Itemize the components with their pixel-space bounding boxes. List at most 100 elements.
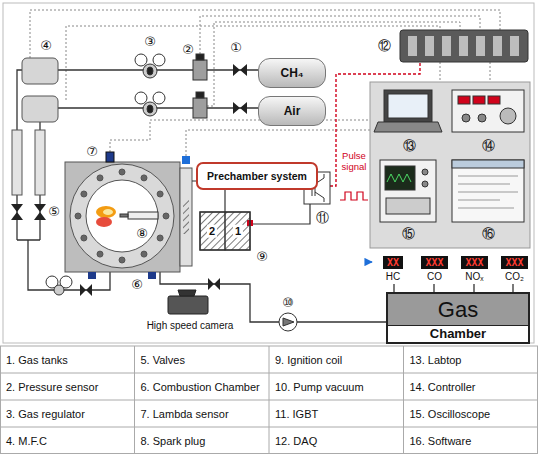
bolt-hole <box>119 257 125 263</box>
bolt-hole <box>75 213 81 219</box>
table-cell: 13. Labtop <box>410 353 462 366</box>
gas-pipe <box>39 122 40 130</box>
gas-pipe <box>58 107 258 108</box>
node-title: XXX <box>501 256 527 269</box>
ignition-coil <box>200 212 250 250</box>
node-title: XXX <box>421 256 447 269</box>
pump-symbol <box>279 313 297 331</box>
table-cell: 3. Gas regulator <box>6 407 85 420</box>
oscilloscope-icon <box>387 174 411 182</box>
ignition-wire <box>224 190 225 212</box>
table-cell: 5. Valves <box>141 353 185 366</box>
gas-tank: CH₄ <box>258 58 326 88</box>
gas-pipe <box>17 70 22 130</box>
controller-icon <box>488 96 500 104</box>
pulse-wave <box>340 192 368 200</box>
software-icon <box>458 176 518 208</box>
gas-pipe <box>297 321 386 322</box>
node-subtitle: HC <box>386 271 400 283</box>
oscilloscope-icon <box>380 160 436 222</box>
chamber-sensor <box>182 156 190 164</box>
gas-chamber: GasChamber <box>386 292 530 344</box>
camera-icon <box>168 290 208 314</box>
device-panel <box>370 82 530 248</box>
callout-number: ⑮ <box>402 227 415 242</box>
ignition-coil <box>225 212 250 250</box>
pump-symbol <box>283 318 294 326</box>
valve-symbol <box>208 278 220 290</box>
table-cell: 14. Controller <box>410 380 476 393</box>
lambda-sensor <box>106 152 114 162</box>
bolt-hole <box>81 235 87 241</box>
callout-number: ② <box>182 43 194 58</box>
gas-regulator <box>153 54 165 66</box>
laptop-icon <box>384 90 432 122</box>
callout-number: ⑧ <box>136 227 148 242</box>
daq-slot <box>408 36 417 56</box>
table-cell: 10. Pump vacuum <box>275 380 364 393</box>
spark-plug <box>120 214 128 217</box>
device-caption: High speed camera <box>147 320 234 332</box>
mfc-unit <box>22 58 58 122</box>
flame <box>96 206 116 227</box>
node-title: CH₄ <box>280 66 303 80</box>
analyzer-display: XXXNOₓ <box>456 252 493 286</box>
pressure-sensor <box>193 60 207 80</box>
software-icon <box>452 160 524 222</box>
pulse-wave <box>340 192 368 200</box>
coil-number: 1 <box>233 225 243 238</box>
gas-regulator <box>143 102 157 116</box>
gas-pipe <box>58 69 258 70</box>
signal-wire <box>440 62 441 82</box>
bolt-hole <box>141 251 147 257</box>
ignition-coil <box>200 212 250 250</box>
oscilloscope-icon <box>422 169 428 175</box>
gas-regulator <box>135 54 147 66</box>
chamber-sensor <box>88 272 96 279</box>
igbt-symbol <box>324 174 325 202</box>
controller-icon <box>458 96 470 104</box>
node-subtitle: CO₂ <box>505 271 524 283</box>
node-subtitle: NOₓ <box>465 271 483 283</box>
node-title: Prechamber system <box>207 170 307 183</box>
controller-icon <box>452 90 524 132</box>
valve-symbol <box>34 204 46 220</box>
controller-icon <box>478 114 486 122</box>
figure-frame <box>3 3 534 343</box>
flame <box>103 209 113 215</box>
chamber-sensor <box>88 156 190 279</box>
combustion-chamber <box>65 162 192 272</box>
callout-number: ⑭ <box>482 139 495 154</box>
pump-symbol <box>279 313 297 331</box>
ignition-wire <box>250 204 310 224</box>
node-subtitle: CO <box>427 271 442 283</box>
lambda-sensor <box>106 152 114 162</box>
callout-number: ⑫ <box>378 39 391 54</box>
combustion-chamber <box>86 180 158 252</box>
daq-slot <box>476 36 485 56</box>
callout-number: ⑩ <box>282 296 294 311</box>
valve-symbol <box>233 64 247 76</box>
signal-wire <box>186 130 400 160</box>
software-icon <box>452 160 524 168</box>
flame <box>96 206 116 218</box>
bolt-hole <box>163 213 169 219</box>
callout-number: ④ <box>40 39 52 54</box>
valve-symbol <box>233 102 247 114</box>
spark-plug <box>128 212 158 219</box>
exhaust-arrow <box>366 261 372 262</box>
table-grid <box>0 346 538 454</box>
flow-tube <box>35 130 45 195</box>
coil-number: 2 <box>207 225 217 238</box>
daq-unit <box>400 30 528 62</box>
figure-frame <box>3 3 534 343</box>
node-subtitle: Chamber <box>388 325 528 342</box>
node-title: XX <box>383 256 403 269</box>
spark-plug <box>120 212 158 219</box>
bolt-hole <box>81 191 87 197</box>
combustion-chamber <box>183 200 189 234</box>
controller-icon <box>473 96 485 104</box>
camera-icon <box>168 296 208 314</box>
laptop-icon <box>388 94 428 118</box>
